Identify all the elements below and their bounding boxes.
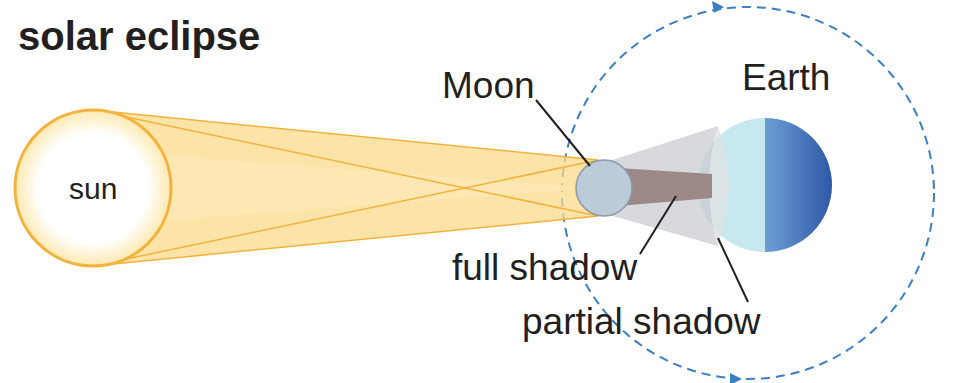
node-label: Earth	[742, 58, 830, 99]
node-label: Moon	[442, 66, 535, 107]
earth-node: Earth	[738, 56, 834, 101]
shadow-label: partial shadow	[522, 302, 761, 343]
orbit-arrow	[712, 1, 724, 13]
moon-node: Moon	[438, 64, 539, 109]
leader-line	[640, 196, 676, 254]
light-ray	[93, 110, 598, 160]
leader-line	[718, 238, 748, 302]
earth-globe	[698, 118, 832, 252]
leader-line	[536, 100, 590, 166]
node-label: sun	[69, 172, 117, 205]
sun-node: sun	[65, 170, 121, 207]
orbit-arrow	[730, 373, 742, 383]
shadow-label: full shadow	[452, 248, 637, 289]
sun-disc	[15, 110, 171, 266]
diagram-title: solar eclipse	[18, 14, 260, 58]
moon-disc	[576, 160, 632, 216]
